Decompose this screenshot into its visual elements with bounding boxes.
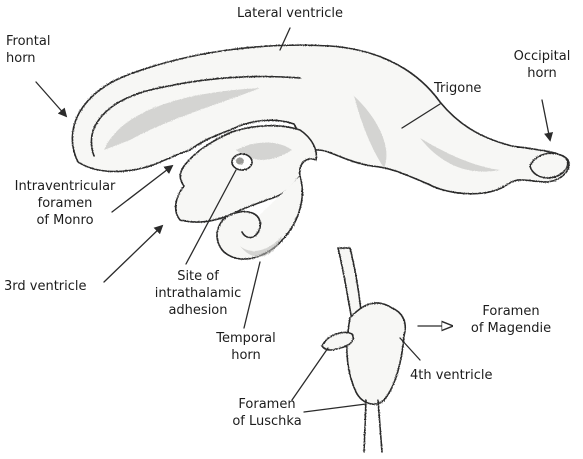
label-temporal-horn: Temporal horn — [206, 330, 286, 364]
label-third-ventricle: 3rd ventricle — [4, 278, 87, 295]
fourth-ventricle — [347, 303, 405, 404]
label-intrathalamic-adhesion: Site of intrathalamic adhesion — [146, 268, 250, 319]
label-fourth-ventricle: 4th ventricle — [410, 367, 492, 384]
label-foramen-of-magendie: Foramen of Magendie — [456, 303, 566, 337]
intrathalamic-adhesion-site — [232, 154, 252, 170]
label-foramen-of-monro: Intraventricular foramen of Monro — [2, 178, 128, 229]
label-occipital-horn: Occipital horn — [504, 48, 580, 82]
label-trigone: Trigone — [434, 80, 481, 97]
label-frontal-horn: Frontal horn — [6, 33, 50, 67]
arrow-luschka-across — [304, 404, 366, 412]
label-foramen-of-luschka: Foramen of Luschka — [222, 396, 312, 430]
label-lateral-ventricle: Lateral ventricle — [220, 5, 360, 22]
arrow-luschka-up — [292, 348, 328, 400]
outflow-right — [378, 400, 382, 452]
arrow-frontal-horn — [36, 82, 66, 116]
arrow-occipital-horn — [542, 100, 550, 140]
outflow-left — [364, 400, 366, 452]
